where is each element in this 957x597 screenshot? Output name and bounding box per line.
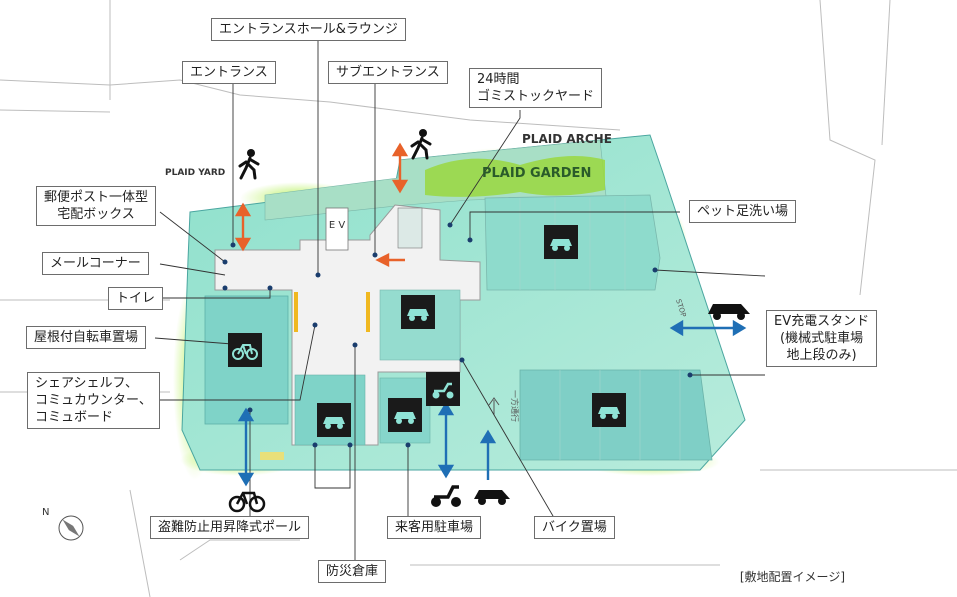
callout-garbage-yard: 24時間 ゴミストックヤード (469, 68, 603, 108)
callout-postbox: 郵便ポスト一体型 宅配ボックス (36, 186, 157, 226)
car-icon (388, 398, 422, 432)
callout-visitor-parking: 来客用駐車場 (387, 516, 482, 539)
walker-icon (410, 129, 432, 160)
callout-bike-parking: バイク置場 (534, 516, 615, 539)
car-icon (708, 304, 750, 320)
leader-lines (145, 40, 766, 560)
callout-sub-entrance: サブエントランス (328, 61, 448, 84)
compass-icon: N (42, 507, 84, 541)
car-icon (474, 490, 510, 505)
one-way-label: 一方通行 (510, 390, 520, 422)
callout-ev-stand: EV充電スタンド (機械式駐車場 地上段のみ) (766, 310, 878, 367)
ev-label: E V (329, 220, 345, 231)
walk-arrows (234, 142, 409, 267)
map-caption: [敷地配置イメージ] (739, 570, 845, 584)
callout-toilet: トイレ (108, 287, 164, 310)
callout-entrance-hall: エントランスホール&ラウンジ (211, 18, 406, 41)
callout-disaster-storage: 防災倉庫 (318, 560, 387, 583)
callout-bicycle-parking: 屋根付自転車置場 (26, 326, 147, 349)
car-icon (592, 393, 626, 427)
callout-pet-wash: ペット足洗い場 (689, 200, 797, 223)
bicycle-icon (228, 491, 266, 513)
scooter-icon (431, 485, 461, 507)
car-icon (317, 403, 351, 437)
callout-anti-theft-pole: 盗難防止用昇降式ポール (150, 516, 310, 539)
callout-entrance: エントランス (182, 61, 276, 84)
callout-mail-corner: メールコーナー (42, 252, 149, 275)
car-icon (401, 295, 435, 329)
walker-icon (238, 149, 260, 180)
compass-north-label: N (42, 507, 49, 518)
vehicle-arrows (237, 319, 747, 487)
car-icon (544, 225, 578, 259)
scooter-icon (426, 372, 460, 406)
plaid-garden-label: PLAID GARDEN (482, 166, 592, 181)
plaid-arche-label: PLAID ARCHE (522, 132, 612, 146)
callout-share-shelf: シェアシェルフ、 コミュカウンター、 コミュボード (27, 372, 160, 429)
building (214, 204, 481, 446)
plaid-yard-label: PLAID YARD (165, 168, 226, 178)
bicycle-icon (228, 333, 262, 367)
